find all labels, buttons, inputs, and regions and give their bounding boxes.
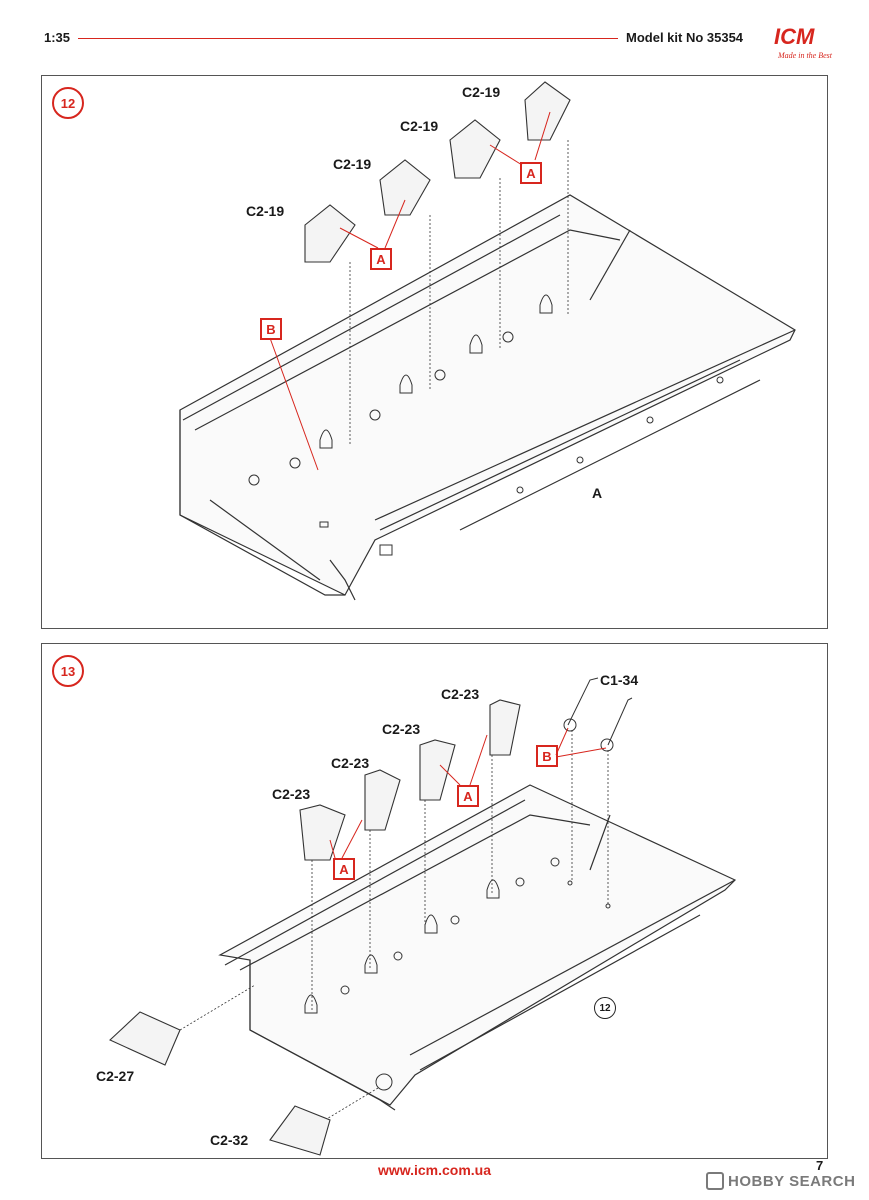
part-label: C1-34: [600, 672, 639, 688]
reference-tag: B: [260, 318, 282, 340]
watermark-text: HOBBY SEARCH: [728, 1172, 856, 1190]
step-12-hull: [179, 81, 796, 601]
part-label: C2-19: [333, 156, 372, 172]
part-label: C2-19: [400, 118, 439, 134]
part-label: C2-27: [96, 1068, 135, 1084]
reference-tag: A: [457, 785, 479, 807]
reference-tag-text: A: [339, 861, 349, 877]
watermark-icon: [706, 1172, 724, 1190]
reference-tag-text: B: [266, 321, 276, 337]
reference-tag-text: A: [526, 165, 536, 181]
part-label: C2-32: [210, 1132, 249, 1148]
part-label: C2-23: [441, 686, 480, 702]
reference-tag: A: [370, 248, 392, 270]
reference-tag: A: [520, 162, 542, 184]
step-13-number: 13: [52, 655, 84, 687]
step-reference-text: 12: [599, 1002, 611, 1014]
part-label: C2-19: [246, 203, 285, 219]
reference-tag: B: [536, 745, 558, 767]
watermark: HOBBY SEARCH: [706, 1172, 855, 1190]
footer-url[interactable]: www.icm.com.ua: [377, 1162, 492, 1178]
part-label: C2-23: [331, 755, 370, 771]
reference-tag-text: B: [542, 748, 552, 764]
header-rule: [78, 38, 618, 39]
step-12-number-text: 12: [60, 95, 76, 111]
step-12-number: 12: [52, 87, 84, 119]
scale-label: 1:35: [44, 30, 71, 45]
view-label: A: [592, 485, 603, 501]
reference-tag-text: A: [463, 788, 473, 804]
reference-tag: A: [333, 858, 355, 880]
logo-tagline: Made in the Best: [777, 51, 833, 60]
step-13-hull: [109, 677, 737, 1156]
icm-logo: ICM Made in the Best: [766, 18, 836, 62]
step-reference-badge: 12: [594, 997, 616, 1019]
step-13-number-text: 13: [60, 663, 76, 679]
part-label: C2-23: [272, 786, 311, 802]
logo-text: ICM: [774, 24, 815, 49]
part-label: C2-23: [382, 721, 421, 737]
page-number: 7: [816, 1158, 824, 1173]
part-label: C2-19: [462, 84, 501, 100]
reference-tag-text: A: [376, 251, 386, 267]
model-number: Model kit No 35354: [626, 30, 744, 45]
